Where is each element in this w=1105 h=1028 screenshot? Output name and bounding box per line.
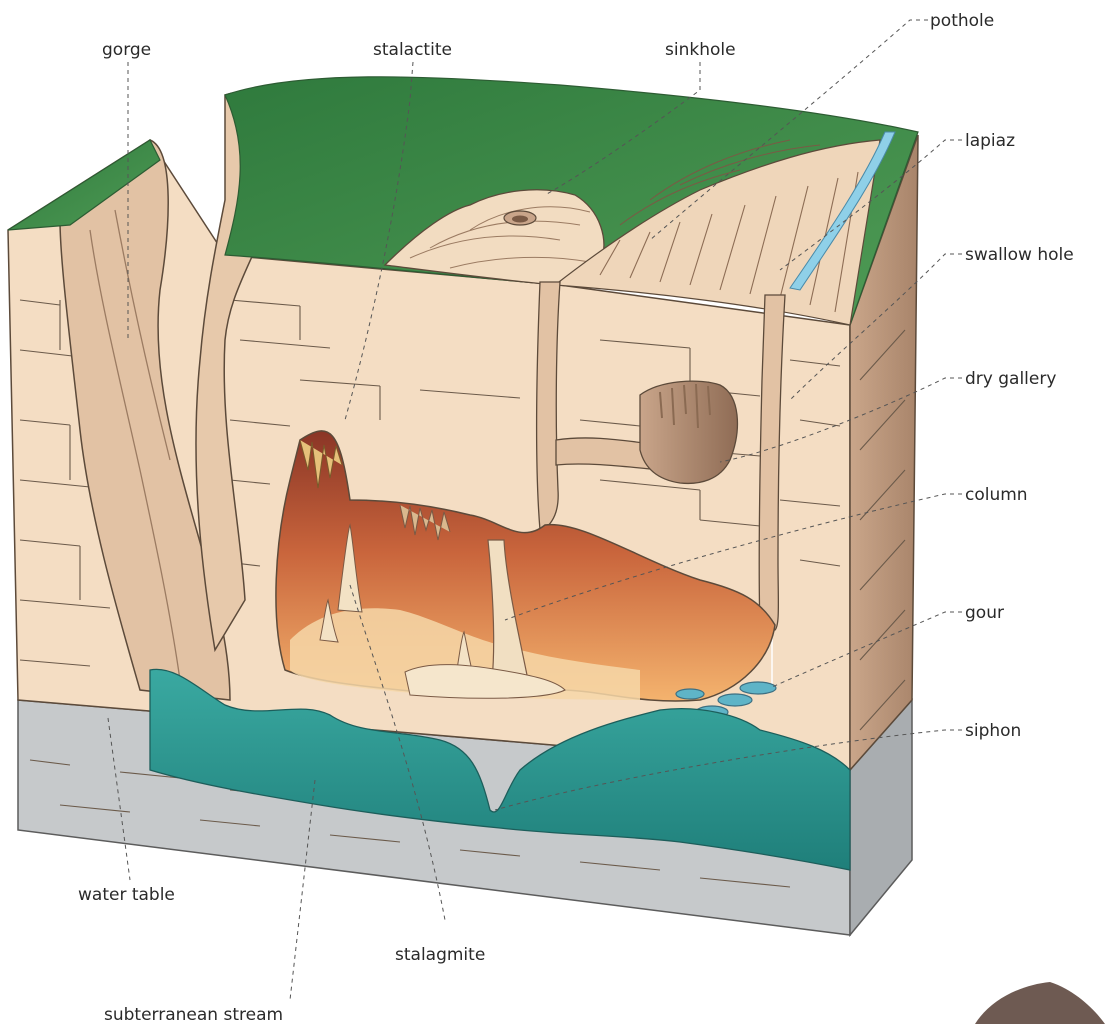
label-column: column bbox=[965, 485, 1028, 505]
label-dry-gallery: dry gallery bbox=[965, 369, 1056, 389]
label-gorge: gorge bbox=[102, 40, 151, 60]
label-subterranean-stream: subterranean stream bbox=[104, 1005, 283, 1024]
label-siphon: siphon bbox=[965, 721, 1021, 741]
label-stalagmite: stalagmite bbox=[395, 945, 485, 965]
label-sinkhole: sinkhole bbox=[665, 40, 736, 60]
label-water-table: water table bbox=[78, 885, 175, 905]
partial-rock-shape bbox=[975, 982, 1105, 1024]
label-pothole: pothole bbox=[930, 11, 994, 31]
label-swallow-hole: swallow hole bbox=[965, 245, 1074, 265]
label-lapiaz: lapiaz bbox=[965, 131, 1015, 151]
label-gour: gour bbox=[965, 603, 1004, 623]
label-stalactite: stalactite bbox=[373, 40, 452, 60]
dry-gallery bbox=[640, 381, 737, 483]
